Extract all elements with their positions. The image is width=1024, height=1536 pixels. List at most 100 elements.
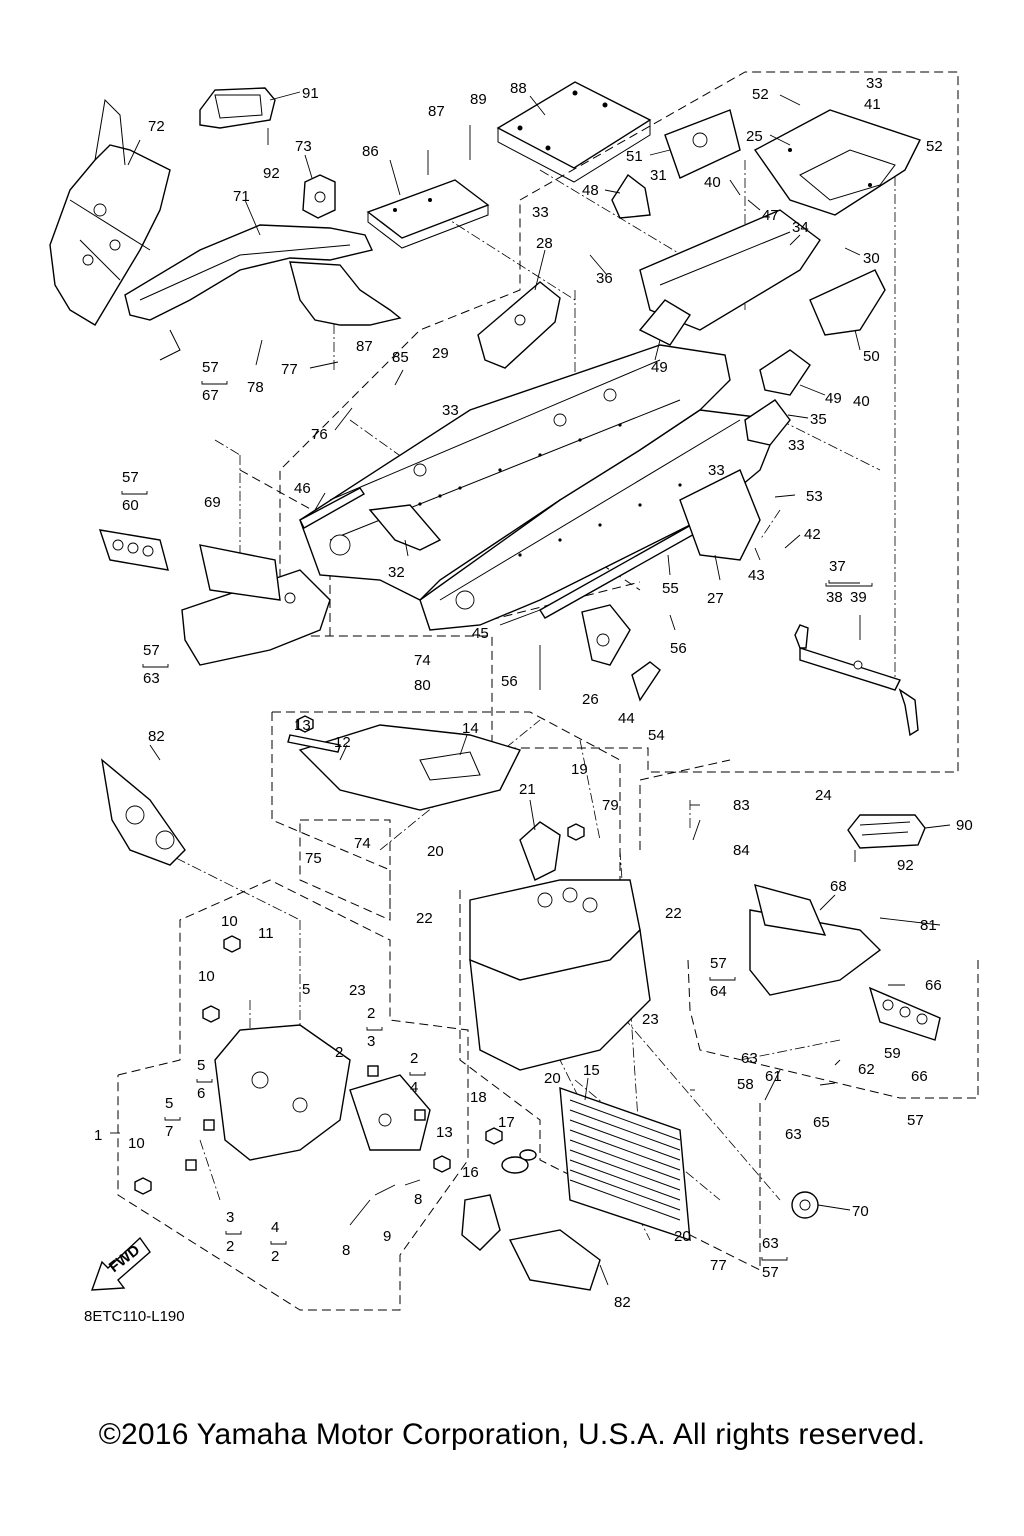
rear-upright-27 [679,469,761,561]
callout-10: 10 [221,913,238,930]
callout-leaders [110,91,951,1286]
callout-49: 49 [651,359,668,376]
callout-63: 63 [143,670,160,687]
callout-28: 28 [536,235,553,252]
bracket-32 [368,504,442,551]
callout-12: 12 [334,734,351,751]
callout-2: 2 [367,1005,375,1022]
callout-20: 20 [674,1228,691,1245]
callout-60: 60 [122,497,139,514]
callout-18: 18 [470,1089,487,1106]
callout-73: 73 [295,138,312,155]
callout-36: 36 [596,270,613,287]
callout-82: 82 [148,728,165,745]
callout-77: 77 [281,361,298,378]
callout-65: 65 [813,1114,830,1131]
callout-10: 10 [198,968,215,985]
callout-52: 52 [752,86,769,103]
callout-89: 89 [470,91,487,108]
front-bulkhead [214,1024,431,1161]
callout-33: 33 [532,204,549,221]
callout-25: 25 [746,128,763,145]
callout-38: 38 [826,589,843,606]
callout-5: 5 [165,1095,173,1112]
exhaust-pipe [794,624,919,737]
callout-77: 77 [710,1257,727,1274]
engine-mount-68 [749,884,882,996]
front-cross-member [298,724,521,811]
callout-27: 27 [707,590,724,607]
callout-30: 30 [863,250,880,267]
callout-41: 41 [864,96,881,113]
callout-brackets [121,381,873,1261]
bracket-73 [302,174,336,219]
callout-6: 6 [197,1085,205,1102]
callout-4: 4 [410,1079,418,1096]
callout-57: 57 [122,469,139,486]
callout-10: 10 [128,1135,145,1152]
callout-11: 11 [258,925,274,942]
callout-59: 59 [884,1045,901,1062]
rear-plate [753,109,921,216]
heat-shields [98,529,941,1041]
callout-39: 39 [850,589,867,606]
callout-72: 72 [148,118,165,135]
callout-83: 83 [733,797,750,814]
callout-3: 3 [226,1209,234,1226]
callout-22: 22 [665,905,682,922]
callout-57: 57 [762,1264,779,1281]
callout-85: 85 [392,349,409,366]
callout-63: 63 [785,1126,802,1143]
callout-37: 37 [829,558,846,575]
fwd-arrow-icon: FWD [90,1236,151,1291]
bracket-35 [744,399,791,446]
callout-57: 57 [907,1112,924,1129]
callout-35: 35 [810,411,827,428]
callout-9: 9 [383,1228,391,1245]
callout-68: 68 [830,878,847,895]
callout-71: 71 [233,188,250,205]
callout-5: 5 [197,1057,205,1074]
callout-87: 87 [428,103,445,120]
bracket-51 [664,109,741,179]
callout-3: 3 [367,1033,375,1050]
callout-91: 91 [302,85,319,102]
cover-86 [366,179,490,249]
callout-56: 56 [501,673,518,690]
callout-82: 82 [614,1294,631,1311]
rear-cross-member [639,209,821,331]
copyright-notice: ©2016 Yamaha Motor Corporation, U.S.A. A… [98,1418,926,1451]
callout-19: 19 [571,761,588,778]
callout-45: 45 [472,625,489,642]
callout-40: 40 [853,393,870,410]
bracket-28 [477,281,561,369]
cover-88 [496,81,652,183]
callout-61: 61 [765,1068,782,1085]
callout-24: 24 [815,787,832,804]
callout-42: 42 [804,526,821,543]
callout-33: 33 [788,437,805,454]
callout-67: 67 [202,387,219,404]
callout-20: 20 [544,1070,561,1087]
callout-23: 23 [349,982,366,999]
callout-80: 80 [414,677,431,694]
drawing-code: 8ETC110-L190 [84,1308,185,1325]
callout-75: 75 [305,850,322,867]
callout-62: 62 [858,1061,875,1078]
callout-50: 50 [863,348,880,365]
callout-5: 5 [302,981,310,998]
callout-53: 53 [806,488,823,505]
callout-81: 81 [920,917,937,934]
callout-52: 52 [926,138,943,155]
callout-92: 92 [263,165,280,182]
brackets-49 [638,299,811,396]
fasteners [134,125,861,1226]
callout-7: 7 [165,1123,173,1140]
callout-34: 34 [792,219,809,236]
callout-66: 66 [925,977,942,994]
callout-21: 21 [519,781,536,798]
intake-duct [199,87,926,849]
callout-31: 31 [650,167,667,184]
callout-57: 57 [710,955,727,972]
callout-2: 2 [410,1050,418,1067]
